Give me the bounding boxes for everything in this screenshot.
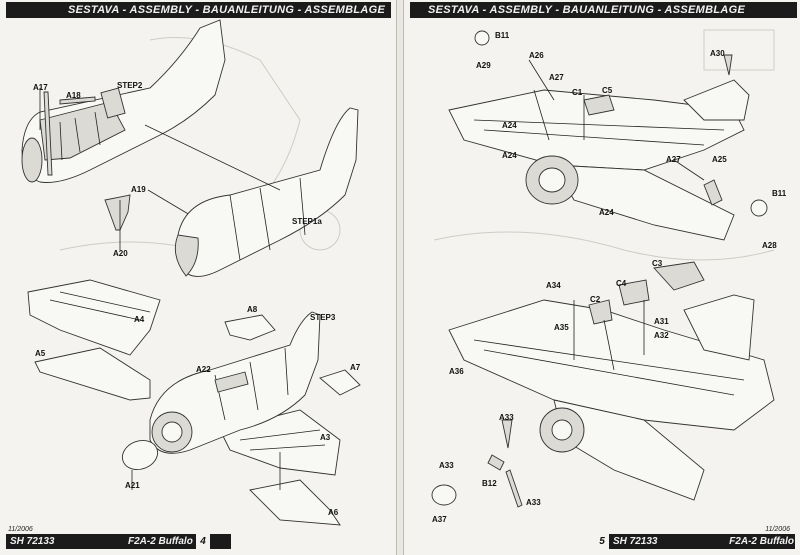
background-ghost-art: [433, 29, 775, 261]
label-a4: A4: [134, 315, 145, 324]
label-a36: A36: [449, 367, 464, 376]
right-date: 11/2006: [765, 526, 790, 533]
label-c2: C2: [590, 295, 601, 304]
label-a6: A6: [328, 508, 339, 517]
right-page-number: 5: [595, 534, 609, 549]
label-step1a: STEP1a: [292, 217, 322, 226]
aircraft-top-underside: [448, 30, 768, 241]
parts-step2: [39, 88, 191, 250]
label-a22: A22: [196, 365, 211, 374]
label-c3: C3: [652, 259, 663, 268]
left-page: SESTAVA - ASSEMBLY - BAUANLEITUNG - ASSE…: [0, 0, 397, 555]
label-a35: A35: [554, 323, 569, 332]
right-page-header: SESTAVA - ASSEMBLY - BAUANLEITUNG - ASSE…: [410, 2, 797, 18]
right-illustration: B11 A26 A29 A27 C1 C5 A30 A24 A24 A27 A2…: [431, 29, 787, 524]
label-a24-b: A24: [502, 151, 517, 160]
label-c4: C4: [616, 279, 627, 288]
label-a27-a: A27: [549, 73, 564, 82]
label-b11-a: B11: [495, 31, 510, 40]
label-a28: A28: [762, 241, 777, 250]
label-a8: A8: [247, 305, 258, 314]
label-a25: A25: [712, 155, 727, 164]
left-footer-code: SH 72133: [10, 536, 55, 547]
label-a33-b: A33: [439, 461, 454, 470]
right-footer-bar: 5 SH 72133: [595, 534, 795, 549]
right-footer-model: F2A-2 Buffalo: [729, 536, 794, 547]
label-a20: A20: [113, 249, 128, 258]
label-a19: A19: [131, 185, 146, 194]
label-b11-b: B11: [772, 189, 787, 198]
label-c5: C5: [602, 86, 613, 95]
label-a17: A17: [33, 83, 48, 92]
label-a37: A37: [432, 515, 447, 524]
label-a21: A21: [125, 481, 140, 490]
label-a24-c: A24: [599, 208, 614, 217]
label-a18: A18: [66, 91, 81, 100]
label-a26: A26: [529, 51, 544, 60]
fuselage-step3: [121, 311, 361, 490]
label-a29: A29: [476, 61, 491, 70]
left-illustration: A17 A18 STEP2 A19 A20 STEP1a A4 A5 A8 ST…: [21, 19, 361, 526]
left-footer-bar: SH 72133 4: [6, 534, 231, 549]
label-step2: STEP2: [117, 81, 143, 90]
label-a7: A7: [350, 363, 361, 372]
fuselage-half-step2: [21, 19, 226, 183]
label-a30: A30: [710, 49, 725, 58]
label-a3: A3: [320, 433, 331, 442]
label-b12: B12: [482, 479, 497, 488]
left-footer-model: F2A-2 Buffalo: [128, 536, 193, 547]
left-page-number: 4: [196, 534, 210, 549]
left-page-header: SESTAVA - ASSEMBLY - BAUANLEITUNG - ASSE…: [6, 2, 391, 18]
label-a24-a: A24: [502, 121, 517, 130]
label-c1: C1: [572, 88, 583, 97]
right-footer-code: SH 72133: [613, 536, 658, 547]
aircraft-bottom: [431, 261, 775, 508]
label-step3: STEP3: [310, 313, 336, 322]
label-a32: A32: [654, 331, 669, 340]
left-date: 11/2006: [8, 526, 33, 533]
fuselage-step1a: [144, 107, 359, 277]
wing-step3: [27, 279, 341, 526]
label-a34: A34: [546, 281, 561, 290]
label-a31: A31: [654, 317, 669, 326]
label-a33-a: A33: [499, 413, 514, 422]
label-a5: A5: [35, 349, 46, 358]
right-page: SESTAVA - ASSEMBLY - BAUANLEITUNG - ASSE…: [403, 0, 800, 555]
label-a33-c: A33: [526, 498, 541, 507]
label-a27-b: A27: [666, 155, 681, 164]
